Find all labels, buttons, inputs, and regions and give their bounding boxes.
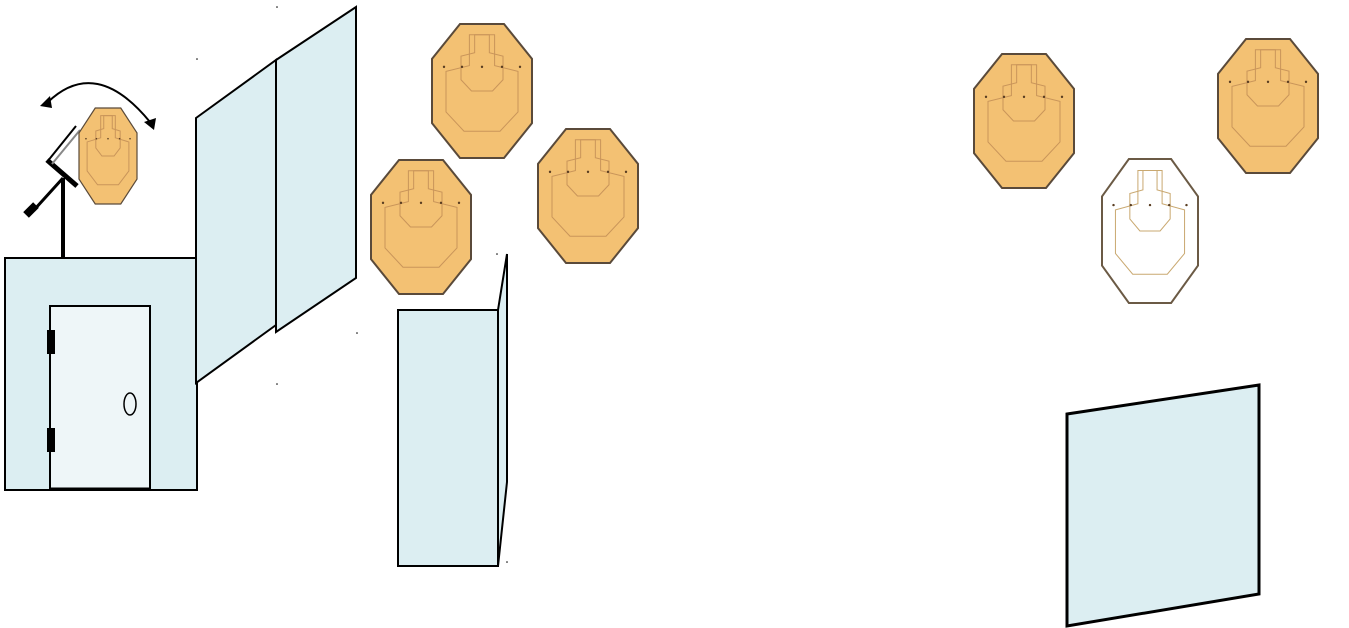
target-dot: [1023, 96, 1025, 98]
swinger-rod: [47, 126, 76, 162]
door-icon[interactable]: [47, 306, 150, 489]
tall-wall-left: [196, 60, 276, 383]
shoot-target: [1218, 39, 1318, 173]
hinge-icon: [47, 330, 55, 354]
swinger-brace: [34, 178, 63, 210]
shoot-target: [974, 54, 1074, 188]
target-dot: [458, 202, 460, 204]
target-dot: [567, 171, 569, 173]
target-dot: [1112, 204, 1114, 206]
target-dot: [1003, 96, 1005, 98]
shoot-target: [538, 129, 638, 263]
target-dot: [85, 138, 87, 140]
shoot-target: [79, 108, 137, 204]
tall-wall-right: [276, 7, 356, 332]
target-dot: [1247, 81, 1249, 83]
short-wall-side: [498, 254, 507, 566]
no-shoot-target: [1102, 159, 1198, 303]
short-wall-front: [398, 310, 498, 566]
target-dot: [625, 171, 627, 173]
target-dot: [461, 66, 463, 68]
target-dot: [1061, 96, 1063, 98]
swinger-counterweight: [23, 202, 39, 218]
target-dot: [1043, 96, 1045, 98]
target-dot: [420, 202, 422, 204]
building: [5, 258, 197, 490]
target-dot: [129, 138, 131, 140]
target-dot: [440, 202, 442, 204]
target-dot: [985, 96, 987, 98]
target-dot: [1267, 81, 1269, 83]
target-dot: [1168, 204, 1170, 206]
target-dot: [1305, 81, 1307, 83]
target-dot: [1229, 81, 1231, 83]
door-handle-icon[interactable]: [124, 393, 136, 415]
target-dot: [400, 202, 402, 204]
target-dot: [481, 66, 483, 68]
target-dot: [607, 171, 609, 173]
target-dot: [107, 138, 109, 140]
target-dot: [443, 66, 445, 68]
target-dot: [1130, 204, 1132, 206]
right-wall: [1067, 385, 1259, 626]
target-dot: [1185, 204, 1187, 206]
shoot-target: [432, 24, 532, 158]
swinging-target-icon: [23, 126, 80, 258]
target-dot: [119, 138, 121, 140]
swinger-rod-shadow: [52, 130, 80, 164]
shoot-target: [371, 160, 471, 294]
target-dot: [549, 171, 551, 173]
target-dot: [1149, 204, 1151, 206]
target-dot: [501, 66, 503, 68]
target-dot: [382, 202, 384, 204]
target-dot: [96, 138, 98, 140]
hinge-icon: [47, 428, 55, 452]
target-dot: [519, 66, 521, 68]
target-dot: [587, 171, 589, 173]
target-dot: [1287, 81, 1289, 83]
